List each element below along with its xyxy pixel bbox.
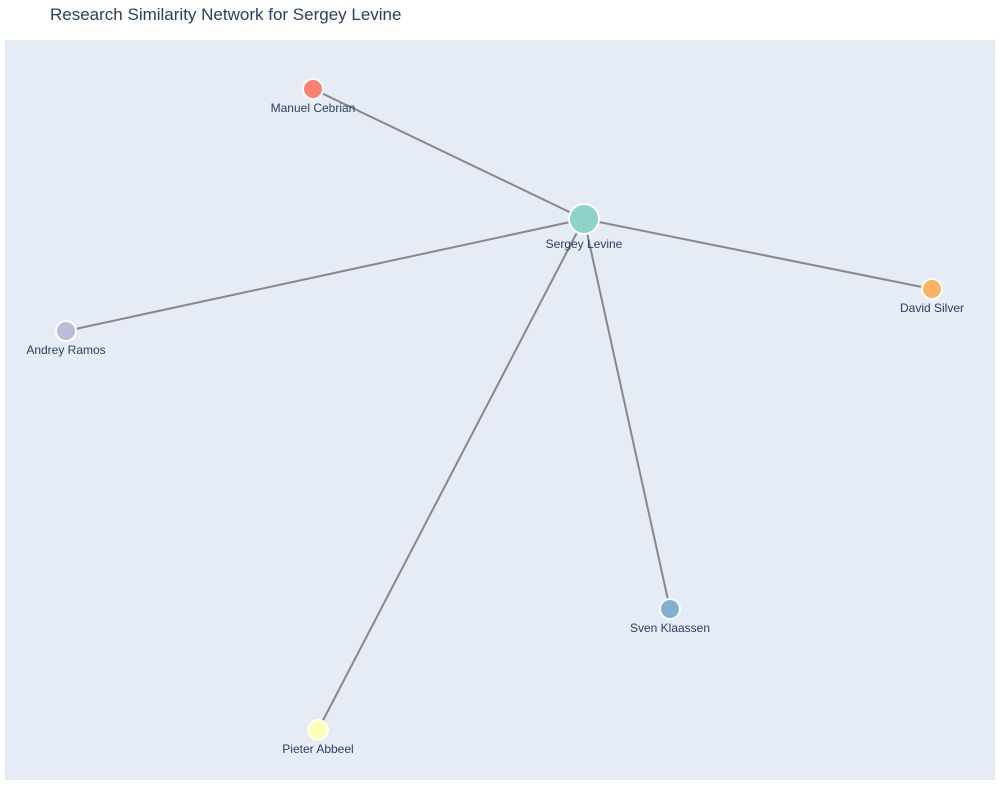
node-sven[interactable] xyxy=(659,598,681,620)
edges-layer xyxy=(65,88,933,731)
edge-sergey-sven xyxy=(583,218,671,610)
node-label-sven: Sven Klaassen xyxy=(630,621,710,635)
node-label-pieter: Pieter Abbeel xyxy=(282,742,353,756)
node-sergey[interactable] xyxy=(568,203,600,235)
edge-sergey-david xyxy=(583,218,933,290)
edge-sergey-andrey xyxy=(65,218,585,332)
nodes-layer xyxy=(55,78,943,741)
node-label-sergey: Sergey Levine xyxy=(546,237,623,251)
node-label-david: David Silver xyxy=(900,301,964,315)
node-david[interactable] xyxy=(921,278,943,300)
plot-area xyxy=(5,40,995,780)
edge-sergey-pieter xyxy=(317,218,585,731)
node-label-andrey: Andrey Ramos xyxy=(26,343,105,357)
node-manuel[interactable] xyxy=(302,78,324,100)
node-andrey[interactable] xyxy=(55,320,77,342)
edge-sergey-manuel xyxy=(312,88,585,220)
chart-title: Research Similarity Network for Sergey L… xyxy=(50,5,402,24)
node-label-manuel: Manuel Cebrian xyxy=(271,101,356,115)
node-pieter[interactable] xyxy=(307,719,329,741)
